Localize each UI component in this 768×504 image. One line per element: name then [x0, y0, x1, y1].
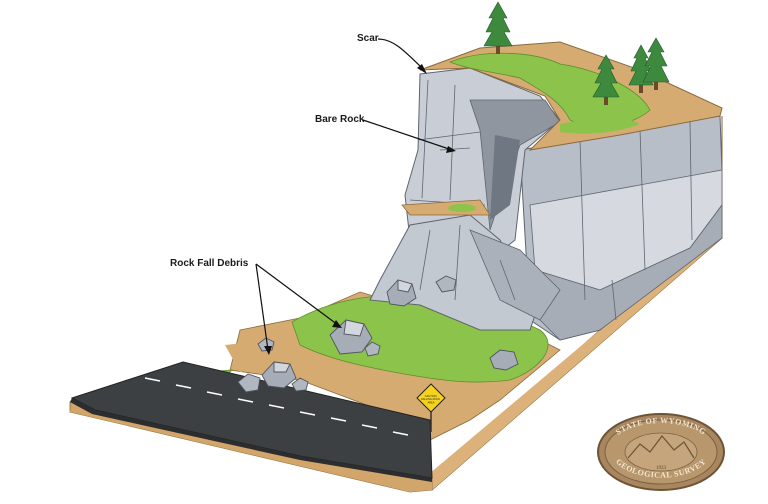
boulder	[237, 373, 261, 393]
state-seal-icon: STATE OF WYOMING GEOLOGICAL SURVEY 1933	[597, 413, 725, 491]
pine-tree-icon	[642, 37, 670, 90]
boulder	[291, 377, 309, 392]
caution-sign-text: CAUTION FALLING ROCK AREA	[421, 394, 441, 404]
scar-label: Scar	[357, 33, 379, 44]
debris-leader-line-1	[255, 263, 269, 351]
scar-leader-line	[377, 38, 425, 71]
boulder	[489, 349, 519, 371]
bare-rock-leader-line	[362, 119, 453, 151]
plateau-top	[419, 41, 723, 151]
boulder	[386, 279, 417, 307]
boulder	[364, 341, 381, 357]
debris-arrowhead-2	[332, 320, 342, 328]
rock-fall-debris	[237, 275, 519, 393]
trees	[483, 1, 670, 105]
seal-year: 1933	[656, 466, 667, 471]
debris-arrowhead-1	[264, 346, 272, 355]
road-centre-line	[144, 377, 409, 436]
rock-fall-debris-label: Rock Fall Debris	[170, 258, 249, 269]
bare-rock-arrowhead	[446, 146, 456, 153]
boulder	[435, 275, 457, 293]
road	[70, 361, 433, 482]
pine-tree-icon	[483, 1, 513, 54]
caution-sign-icon: CAUTION FALLING ROCK AREA	[416, 383, 446, 432]
pine-tree-icon	[592, 54, 620, 105]
boulder	[261, 361, 297, 389]
debris-leader-line-2	[255, 263, 339, 326]
boulder	[329, 319, 373, 355]
cliff-rock-mass	[369, 67, 723, 341]
scar-arrowhead	[417, 64, 427, 74]
bare-rock-label: Bare Rock	[315, 114, 365, 125]
callout-leaders	[255, 38, 456, 355]
